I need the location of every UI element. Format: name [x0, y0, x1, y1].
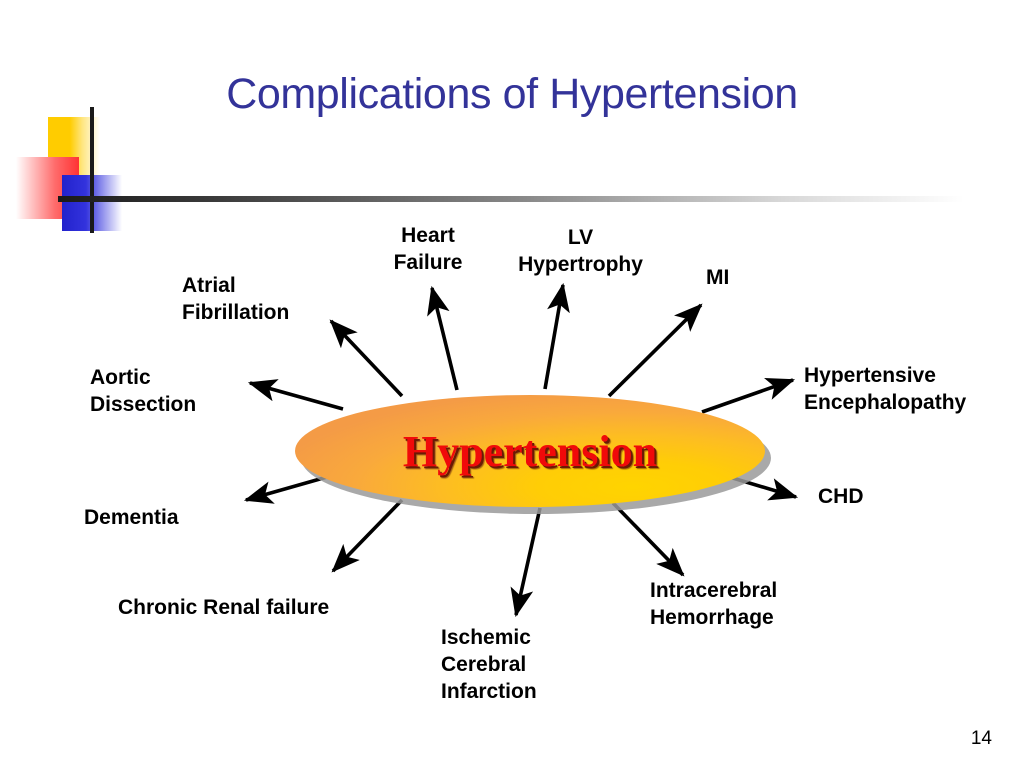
label-intracerebral-hemorrhage: Intracerebral Hemorrhage — [650, 579, 778, 629]
page-title: Complications of Hypertension — [226, 70, 798, 118]
arrow-to-ischemic-cerebral-infarction — [510, 507, 542, 618]
page-number: 14 — [970, 728, 992, 749]
label-heart-failure: Heart Failure — [393, 224, 463, 274]
arrow-to-heart-failure — [427, 285, 459, 391]
arrow-to-aortic-dissection — [247, 379, 344, 411]
label-mi: MI — [706, 266, 730, 289]
horizontal-rule-decoration — [58, 196, 964, 202]
label-ischemic-cerebral-infarction: Ischemic Cerebral Infarction — [441, 626, 537, 703]
label-lv-hypertrophy: LV Hypertrophy — [518, 226, 643, 276]
arrow-to-atrial-fibrillation — [329, 319, 404, 398]
arrow-to-intracerebral-hemorrhage — [611, 501, 685, 577]
arrow-to-mi — [607, 303, 703, 398]
ellipse-shape — [295, 395, 765, 507]
arrow-to-hypertensive-encephalopathy — [701, 377, 796, 414]
label-dementia: Dementia — [84, 506, 179, 529]
label-chd: CHD — [818, 485, 864, 508]
decorative-logo-graphic — [0, 95, 980, 245]
label-chronic-renal-failure: Chronic Renal failure — [118, 596, 330, 619]
arrow-to-chronic-renal-failure — [331, 498, 404, 573]
label-atrial-fibrillation: Atrial Fibrillation — [182, 274, 290, 324]
central-node-hypertension: Hypertension — [295, 395, 771, 514]
vertical-rule-decoration — [90, 107, 94, 233]
central-node-label: Hypertension — [402, 426, 658, 476]
label-aortic-dissection: Aortic Dissection — [90, 366, 197, 416]
arrow-to-lv-hypertrophy — [543, 282, 570, 390]
label-hypertensive-encephalopathy: Hypertensive Encephalopathy — [804, 364, 967, 414]
